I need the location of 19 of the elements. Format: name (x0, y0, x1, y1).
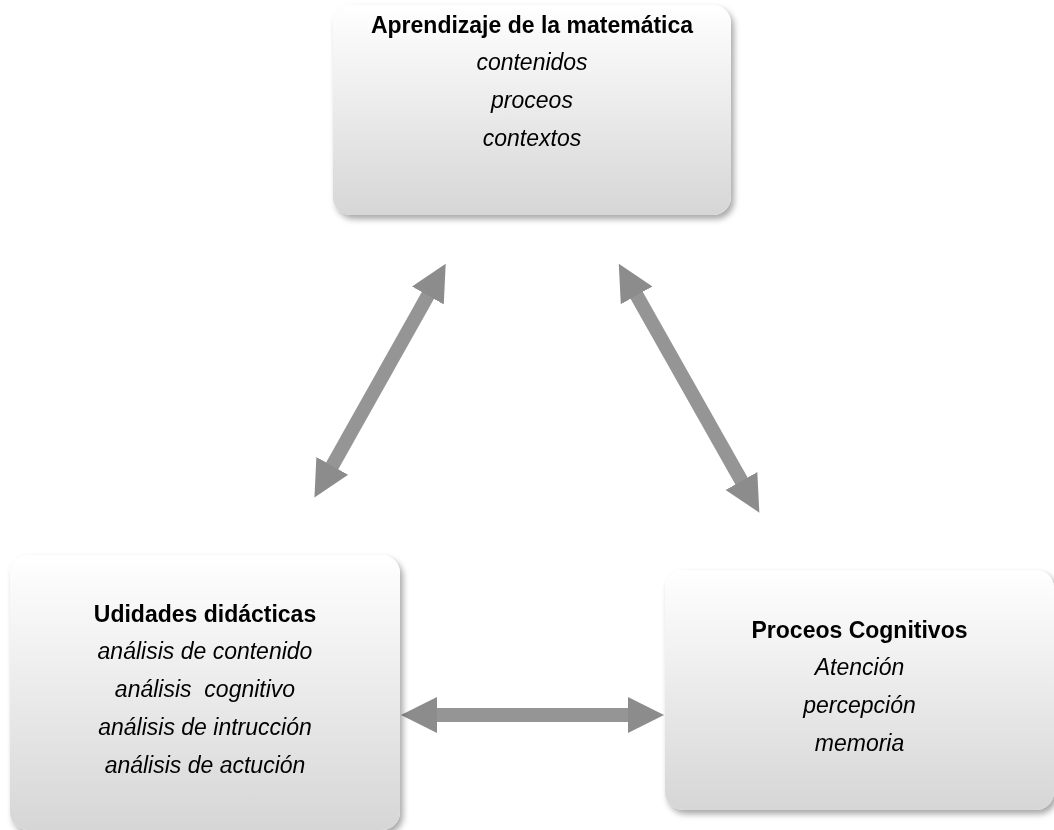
list-item: análisis cognitivo (114, 674, 296, 704)
list-item: análisis de intrucción (98, 712, 312, 742)
double-arrow (400, 696, 665, 734)
double-arrow (618, 263, 760, 513)
list-item: Atención (814, 653, 905, 682)
list-item: análisis de actución (104, 750, 306, 780)
box-heading: Proceos Cognitivos (751, 618, 968, 642)
concept-box (333, 5, 731, 215)
list-item: contextos (482, 124, 582, 153)
list-item: análisis de contenido (97, 636, 313, 666)
list-item: memoria (814, 729, 905, 758)
double-arrow (314, 263, 446, 498)
concept-box (10, 555, 400, 830)
list-item: proceos (491, 86, 573, 115)
list-item: percepción (803, 691, 916, 720)
box-heading: Udidades didácticas (93, 601, 317, 626)
concept-box (665, 570, 1054, 810)
box-heading: Aprendizaje de la matemática (370, 13, 694, 37)
list-item: contenidos (476, 48, 588, 77)
